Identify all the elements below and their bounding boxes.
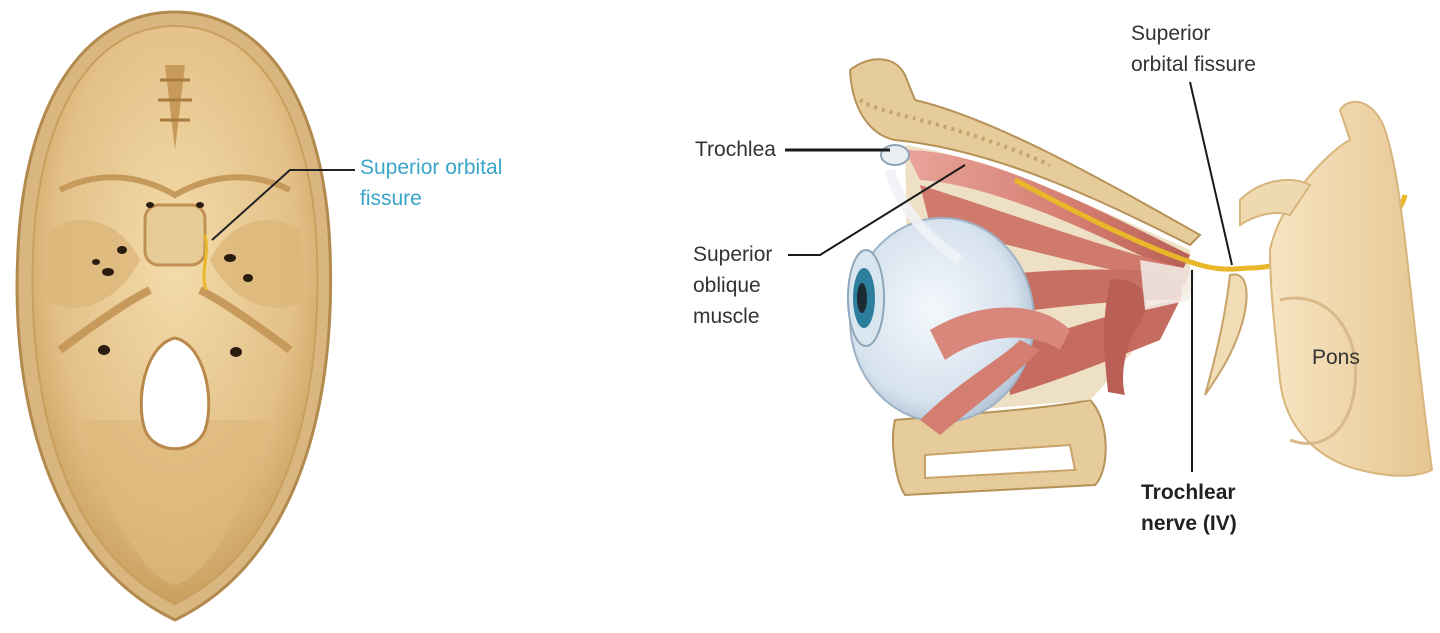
orbital-fissure-leader-line <box>1189 81 1233 266</box>
label-superior-oblique-muscle: Superior oblique muscle <box>693 243 773 328</box>
foramen-magnum <box>139 336 211 451</box>
skull-trochlear-nerve <box>202 234 208 291</box>
skull-label-superior-orbital-fissure: Superior orbital fissure <box>360 156 503 210</box>
trochlea <box>880 144 910 166</box>
superior-oblique-muscle <box>905 150 1190 275</box>
orbit-label-superior-orbital-fissure: Superior orbital fissure <box>1131 22 1256 76</box>
orbit-view <box>785 58 1434 497</box>
skull-base-view <box>15 10 355 622</box>
label-trochlea: Trochlea <box>695 138 776 161</box>
pons <box>1268 100 1434 477</box>
superior-oblique-leader-line <box>788 164 966 256</box>
label-pons: Pons <box>1312 346 1360 369</box>
orbit-roof-bone <box>848 58 1202 247</box>
label-trochlear-nerve: Trochlear nerve (IV) <box>1141 481 1237 535</box>
skull-callout-line <box>211 169 355 241</box>
